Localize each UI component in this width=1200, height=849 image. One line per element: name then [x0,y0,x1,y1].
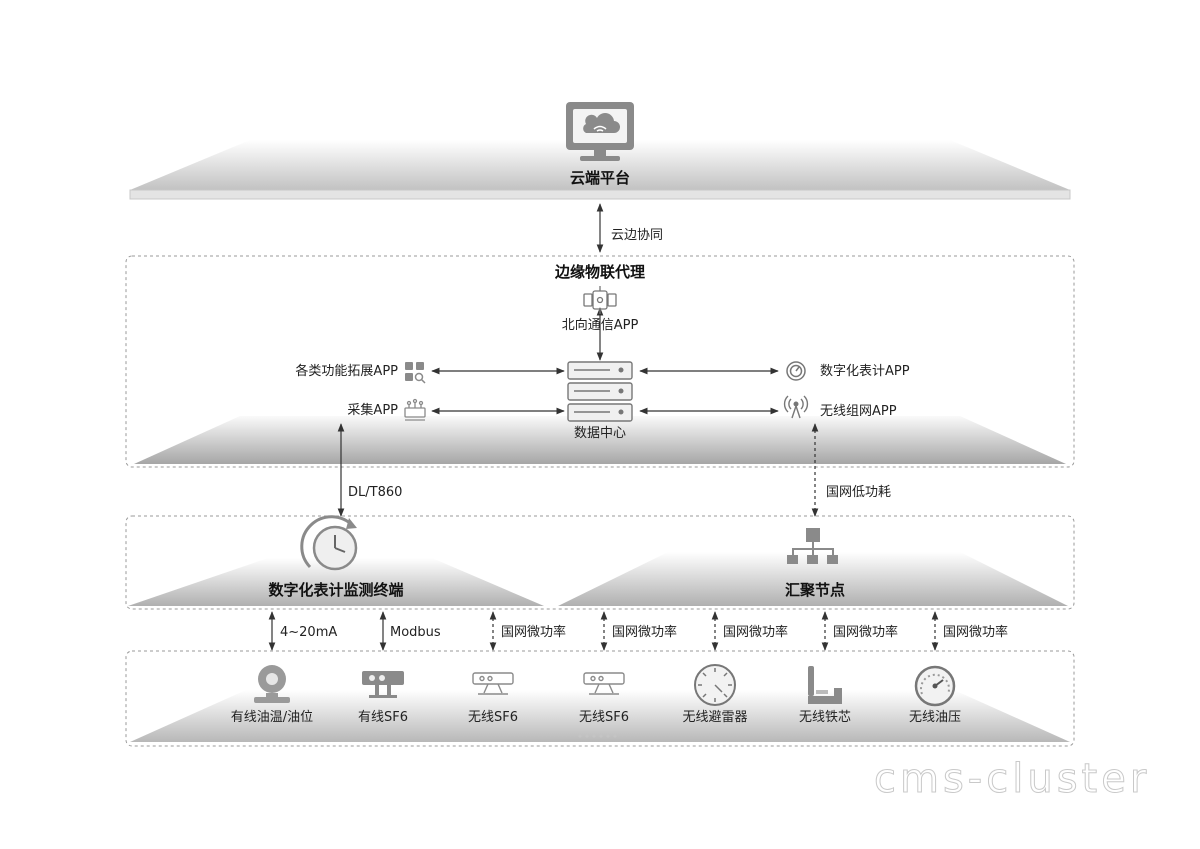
meter-app-label: 数字化表计APP [820,364,910,379]
collect-app-label: 采集APP [347,403,398,418]
ext-app-label: 各类功能拓展APP [295,364,398,379]
oil-temp-sensor-icon [254,665,290,703]
micro-power-label: 国网微功率 [612,625,678,640]
pagination-dots [578,734,617,738]
micro-power-label: 国网微功率 [723,625,789,640]
modbus-label: Modbus [390,625,441,640]
hierarchy-node-icon [787,528,838,564]
micro-power-label: 国网微功率 [833,625,899,640]
device-label: 无线铁芯 [798,710,852,725]
meter-gauge-icon [786,361,806,381]
sf6-wired-sensor-icon [362,671,404,698]
sf6-wireless-sensor-icon [583,672,625,695]
low-power-label: 国网低功耗 [826,485,892,500]
cloud-edge-label: 云边协同 [611,228,664,243]
micro-power-label: 国网微功率 [943,625,1009,640]
middle-layer-border [125,515,1075,610]
edge-proxy-slab [134,416,1066,464]
terminal-title: 数字化表计监测终端 [268,581,404,599]
iron-core-sensor-icon [808,666,842,704]
oil-pressure-gauge-icon [914,665,956,707]
data-center-label: 数据中心 [573,426,627,441]
cloud-platform-title: 云端平台 [569,169,631,187]
clock-refresh-icon [300,515,358,571]
edge-proxy-title: 边缘物联代理 [554,263,646,281]
watermark: cms-cluster [873,756,1151,803]
micro-power-label: 国网微功率 [501,625,567,640]
device-label: 无线SF6 [467,710,519,725]
arrester-dial-icon [694,664,736,706]
cloud-monitor-icon [566,102,634,161]
north-comm-icon [583,286,617,314]
device-label: 有线油温/油位 [230,710,314,725]
wireless-app-label: 无线组网APP [820,404,897,419]
dlt860-label: DL/T860 [348,485,403,500]
data-center-server-icon [567,361,633,422]
app-grid-search-icon [405,362,426,384]
terminal-slab [128,558,544,606]
collect-device-icon [404,398,426,421]
device-label: 有线SF6 [357,710,409,725]
sf6-wireless-sensor-icon [472,672,514,695]
cloud-platform-slab [129,140,1071,200]
connectors [268,203,939,651]
node-title: 汇聚节点 [784,581,846,599]
node-slab [558,552,1068,606]
device-label: 无线SF6 [578,710,630,725]
device-layer-border [125,650,1075,747]
edge-proxy-border [125,255,1075,468]
device-label: 无线油压 [908,710,962,725]
wireless-antenna-icon [783,395,809,419]
north-app-label: 北向通信APP [561,318,639,333]
device-label: 无线避雷器 [682,710,748,725]
analog-label: 4~20mA [280,625,338,640]
